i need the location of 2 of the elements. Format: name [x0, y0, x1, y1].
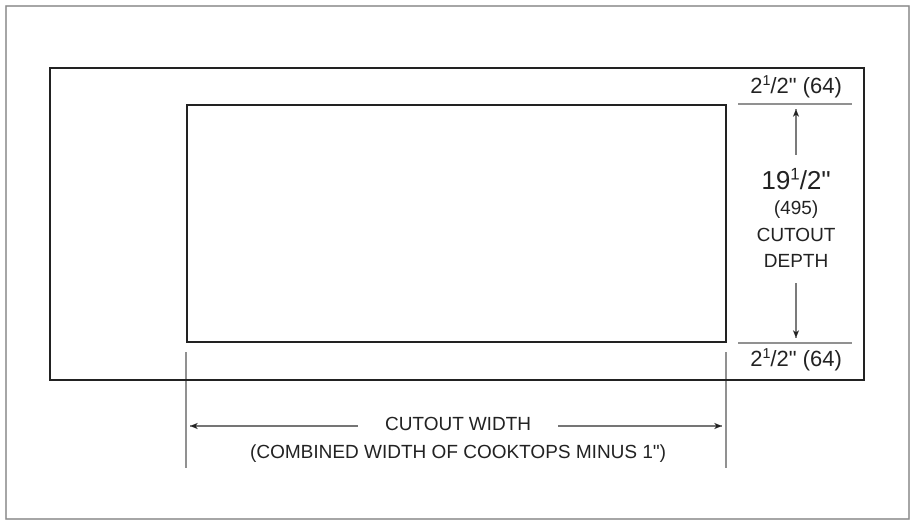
cutout-outline — [186, 104, 727, 343]
countertop-outline — [49, 67, 865, 381]
